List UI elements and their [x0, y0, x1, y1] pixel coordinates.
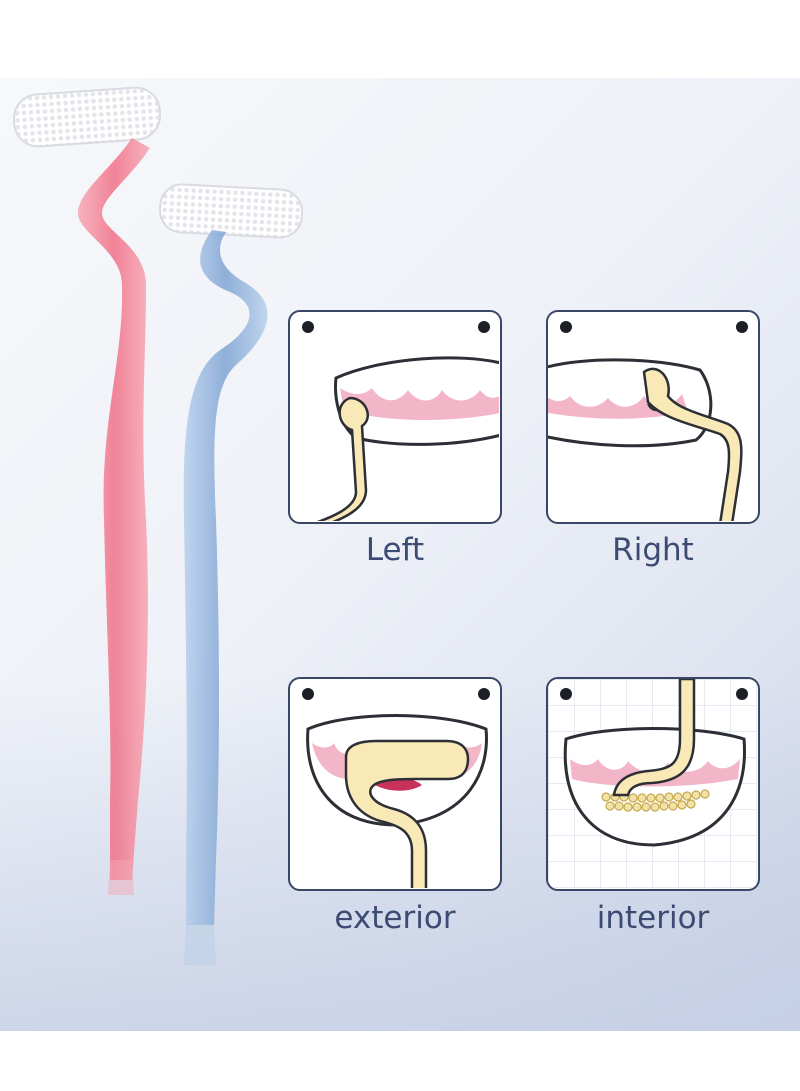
diagram-panel-exterior — [288, 677, 502, 891]
mouth-outline — [563, 727, 746, 847]
blue-brush-handle — [183, 230, 268, 925]
panel-hole-left — [560, 321, 572, 333]
label-left: Left — [365, 532, 425, 568]
gum-pink — [340, 388, 499, 420]
panel-hole-left — [302, 321, 314, 333]
pink-brush-head — [12, 86, 162, 148]
pink-tongue-scraper — [12, 86, 162, 895]
panel-hole-left — [302, 688, 314, 700]
scraper-cream — [316, 396, 369, 521]
panel-hole-left — [560, 688, 572, 700]
label-interior: interior — [596, 900, 710, 936]
diagram-panel-interior — [546, 677, 760, 891]
right-illustration — [548, 358, 743, 521]
gum-pink — [548, 394, 688, 419]
panel-hole-right — [736, 688, 748, 700]
scraper-cream — [612, 679, 696, 797]
tongue-coating — [601, 789, 710, 812]
blue-brush-reflection — [184, 925, 216, 965]
scraper-cream — [344, 739, 470, 888]
label-right: Right — [612, 532, 694, 568]
pink-brush-reflection — [108, 860, 134, 895]
panel-hole-right — [736, 321, 748, 333]
panel-hole-right — [478, 688, 490, 700]
scraper-cream — [642, 367, 743, 521]
tongue-outline — [548, 358, 713, 448]
exterior-illustration — [306, 714, 488, 888]
label-exterior: exterior — [334, 900, 456, 936]
diagram-panel-left — [288, 310, 502, 524]
blue-tongue-scraper — [158, 183, 304, 965]
left-illustration — [316, 356, 499, 521]
diagram-panel-right — [546, 310, 760, 524]
blue-brush-head — [158, 183, 304, 239]
panel-hole-right — [478, 321, 490, 333]
pink-brush-handle — [77, 138, 150, 880]
interior-illustration — [563, 679, 746, 847]
